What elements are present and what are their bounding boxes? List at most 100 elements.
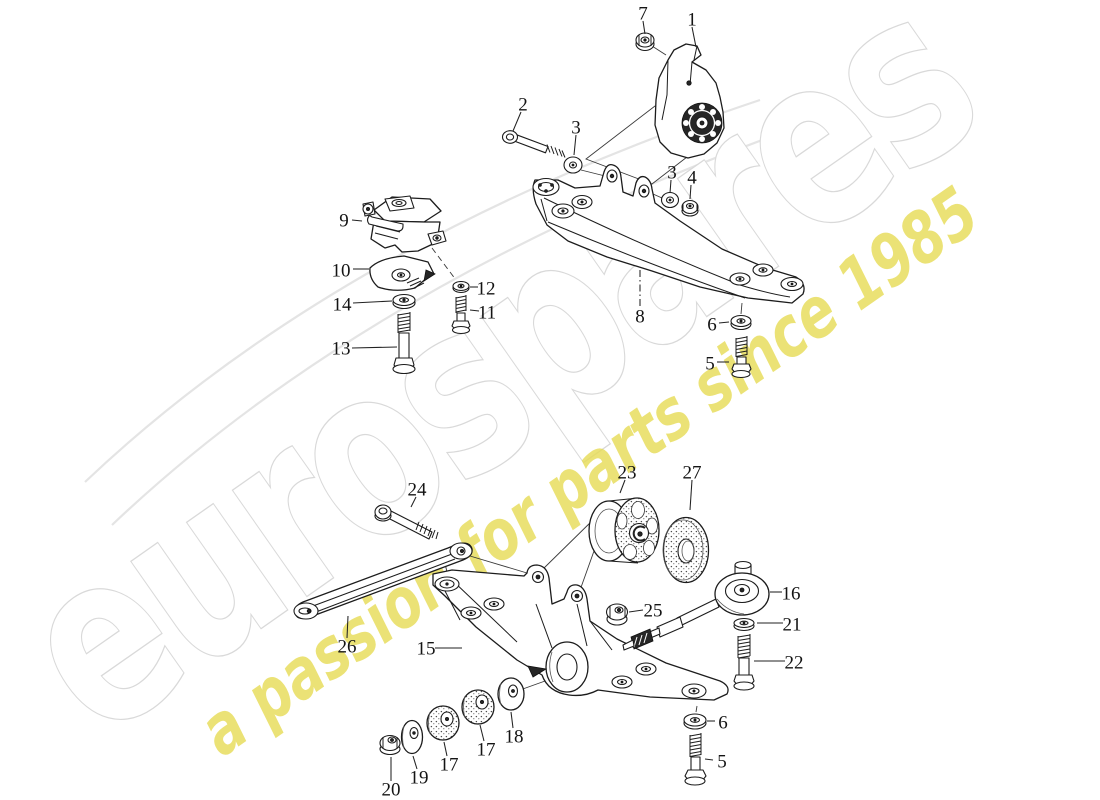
callout-8: 8 xyxy=(635,307,645,328)
part-22-bolt xyxy=(733,634,755,691)
callout-17: 17 xyxy=(440,755,459,776)
part-9-transmission-mount-shape xyxy=(395,200,403,206)
part-3-washer-right xyxy=(660,191,680,209)
part-4-nut-shape xyxy=(688,204,692,208)
part-7-nut-shape xyxy=(643,38,647,42)
part-15-transmission-carrier-shape xyxy=(535,574,541,580)
part-2-bolt-shape xyxy=(505,133,515,141)
callout-leader-11 xyxy=(469,309,480,312)
callout-1: 1 xyxy=(687,10,697,31)
callout-22: 22 xyxy=(785,653,804,674)
callout-19: 19 xyxy=(410,768,429,789)
part-4-nut xyxy=(681,199,699,217)
part-1-transmission-mount-shape xyxy=(699,120,705,126)
washer3b-assembly-line xyxy=(652,193,663,199)
part-16-bushing-link-shape xyxy=(622,639,635,651)
part-9-transmission-mount-shape xyxy=(435,236,439,240)
callout-leader-27 xyxy=(689,479,693,511)
callout-16: 16 xyxy=(782,584,801,605)
part-15-transmission-carrier-shape xyxy=(445,582,449,586)
part-13-bolt-shape xyxy=(397,312,411,333)
part-8-crossmember-shape xyxy=(738,277,742,281)
callout-10: 10 xyxy=(332,261,351,282)
part-27-disc-shape xyxy=(662,519,704,581)
part-16-bushing-link-shape xyxy=(739,587,745,593)
part-23-rubber-mount-shape xyxy=(646,517,658,535)
part-18-washer-shape xyxy=(511,689,515,693)
callout-7: 7 xyxy=(638,4,648,25)
nut7-assembly-line xyxy=(651,45,667,56)
part-15-transmission-carrier-shape xyxy=(492,602,496,606)
part-1-transmission-mount-shape xyxy=(688,109,716,137)
part-24-bolt xyxy=(374,504,439,540)
upper-mount-assembly xyxy=(362,32,805,379)
watermark: eurospares a passion for parts since 198… xyxy=(0,0,1020,789)
callout-20: 20 xyxy=(382,780,401,800)
callout-4: 4 xyxy=(687,168,697,189)
part-5-bolt-upper-shape xyxy=(735,336,748,357)
callout-leader-1 xyxy=(691,26,697,48)
part-5-bolt-lower xyxy=(684,733,707,786)
part-1-transmission-mount-shape xyxy=(661,59,669,121)
callout-21: 21 xyxy=(783,615,802,636)
part-1-transmission-mount xyxy=(654,43,725,159)
part-11-bolt-shape xyxy=(451,325,471,335)
part-17-bushing-left xyxy=(426,705,460,741)
part-8-crossmember-shape xyxy=(540,198,548,222)
part-19-washer-shape xyxy=(402,725,405,749)
callout-18: 18 xyxy=(505,727,524,748)
part-24-bolt-shape xyxy=(415,521,439,540)
part-23-rubber-mount-shape xyxy=(643,540,655,556)
part-15-transmission-carrier-shape xyxy=(576,603,588,647)
part-14-washer-shape xyxy=(402,298,406,302)
part-1-transmission-mount-shape xyxy=(715,120,721,126)
part-16-bushing-link-shape xyxy=(633,632,648,648)
callout-17: 17 xyxy=(477,740,496,761)
part-11-bolt-shape xyxy=(456,312,466,322)
callout-26: 26 xyxy=(338,637,357,658)
part-1-transmission-mount-shape xyxy=(683,120,689,126)
callout-leader-26 xyxy=(346,615,349,639)
part-8-crossmember-shape xyxy=(609,173,615,179)
callout-6: 6 xyxy=(718,713,728,734)
part-9-transmission-mount-shape xyxy=(365,206,370,211)
part-20-nut-shape xyxy=(390,738,394,742)
callout-6: 6 xyxy=(707,315,717,336)
part-15-transmission-carrier-shape xyxy=(644,667,648,671)
callout-15: 15 xyxy=(417,639,436,660)
part-12-washer-shape xyxy=(459,284,463,288)
part-5-bolt-lower-shape xyxy=(690,756,701,771)
part-1-transmission-mount-shape xyxy=(688,109,694,115)
part-8-crossmember-shape xyxy=(532,164,805,304)
part-13-bolt-shape xyxy=(392,363,416,375)
callout-leader-9 xyxy=(351,219,363,222)
mount9-assembly-line xyxy=(431,247,457,281)
part-15-transmission-carrier-shape xyxy=(535,603,553,649)
part-7-nut xyxy=(635,32,655,52)
callout-5: 5 xyxy=(717,752,727,773)
part-18-washer xyxy=(497,677,525,711)
part-23-rubber-mount-shape xyxy=(623,544,637,560)
callout-leader-5 xyxy=(704,758,714,761)
part-2-bolt xyxy=(501,130,566,158)
mount23-assembly-line-1 xyxy=(541,516,597,571)
lower-carrier-assembly xyxy=(293,497,770,786)
part-1-transmission-mount-shape xyxy=(693,45,698,61)
callout-leader-17 xyxy=(479,724,485,742)
part-20-nut xyxy=(379,734,401,756)
part-1-transmission-mount-shape xyxy=(699,104,705,110)
callout-leader-3 xyxy=(573,134,577,156)
part-3-washer xyxy=(563,156,583,174)
callout-12: 12 xyxy=(477,279,496,300)
part-8-crossmember-shape xyxy=(550,183,554,187)
part-15-transmission-carrier xyxy=(432,564,729,701)
part-9-transmission-mount xyxy=(362,195,447,253)
part-15-transmission-carrier-shape xyxy=(451,579,518,643)
part-15-transmission-carrier-shape xyxy=(589,620,613,651)
part-1-transmission-mount-shape xyxy=(686,80,692,86)
washer6-lower-assembly-line xyxy=(695,705,698,713)
callout-3: 3 xyxy=(571,118,581,139)
callout-11: 11 xyxy=(478,303,496,324)
